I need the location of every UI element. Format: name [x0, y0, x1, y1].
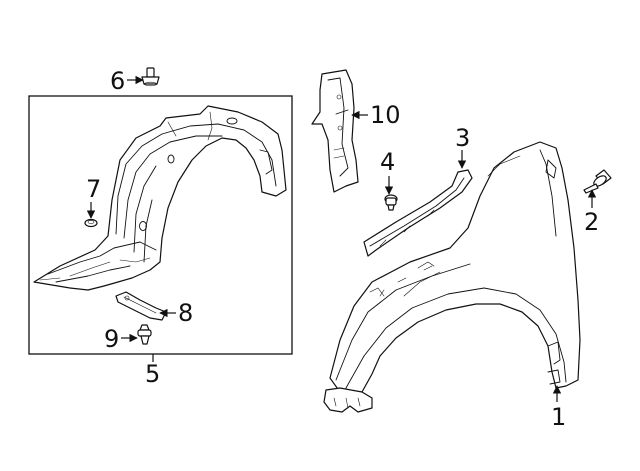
liner-bracket[interactable]: [115, 291, 167, 321]
fender-liner[interactable]: [33, 105, 287, 291]
seal-clip[interactable]: [384, 194, 398, 211]
fender-bolt[interactable]: [583, 169, 612, 194]
liner-bolt[interactable]: [141, 67, 160, 87]
callout-1: 1: [551, 403, 566, 431]
callout-6: 6: [110, 67, 125, 95]
seal-strip[interactable]: [363, 169, 473, 257]
callout-9: 9: [104, 325, 119, 353]
callout-3: 3: [455, 124, 470, 152]
liner-clip[interactable]: [84, 218, 98, 228]
callout-5: 5: [145, 360, 160, 388]
callout-8: 8: [178, 299, 193, 327]
callout-7: 7: [86, 175, 101, 203]
callout-2: 2: [584, 208, 599, 236]
front-fender[interactable]: [323, 141, 581, 413]
liner-assembly-frame: [28, 95, 293, 355]
callout-4: 4: [380, 148, 395, 176]
pillar-bracket[interactable]: [311, 69, 359, 193]
liner-screw[interactable]: [137, 324, 152, 345]
callout-10: 10: [370, 101, 401, 129]
